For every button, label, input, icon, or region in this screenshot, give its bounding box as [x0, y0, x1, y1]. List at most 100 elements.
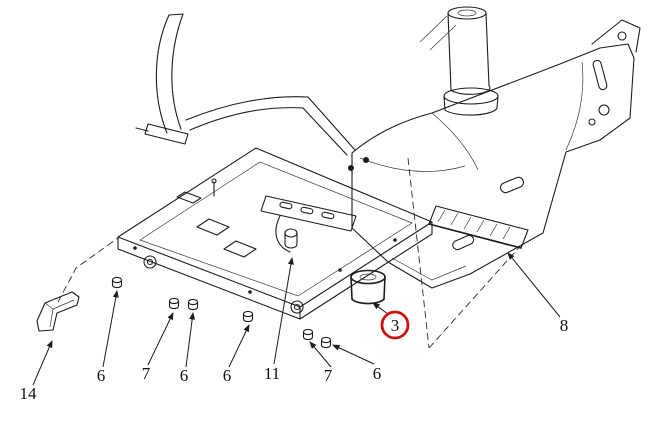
cylinder-top-inner: [457, 9, 477, 17]
callout-6b[interactable]: 6: [180, 366, 189, 385]
callout-8[interactable]: 8: [560, 316, 569, 335]
bolt-fastener-1: [111, 276, 123, 289]
bushing-bottom: [284, 243, 298, 249]
bushing-sides: [284, 232, 298, 245]
mount-ear-right-hole: [293, 303, 301, 311]
rollbar-mast: [135, 13, 356, 156]
bracket-hook: [275, 215, 291, 253]
frame-slot-upper: [499, 176, 525, 194]
callout-6d[interactable]: 6: [373, 364, 382, 383]
pan-square-hole-1: [196, 218, 230, 236]
frame-outline: [351, 43, 635, 289]
mounting-bracket-part-14: [36, 291, 80, 332]
mast-base-bracket: [144, 123, 189, 145]
rear-panel-slot: [592, 59, 608, 91]
leader-11: [273, 257, 294, 365]
leader-6d: [332, 344, 375, 365]
cylinder-sides: [447, 12, 490, 91]
leader-lines: [32, 252, 561, 386]
mount-ear-left: [143, 255, 157, 269]
mast-top-cap: [168, 13, 184, 16]
leader-7b: [309, 341, 332, 368]
pan-square-hole-2: [223, 240, 257, 258]
top-rail-upper: [185, 96, 309, 121]
bushing-top: [284, 228, 298, 238]
bolt-fastener-5: [302, 328, 314, 341]
mount-ear-right: [290, 300, 304, 314]
isolator-drum-part-3: [350, 269, 386, 305]
frame-bottom-edge: [391, 257, 467, 281]
mast-outer-curve: [155, 14, 170, 134]
leader-6c: [228, 324, 250, 368]
leader-7a: [147, 312, 174, 366]
pan-pin-head: [211, 178, 217, 184]
pan-thickness: [117, 221, 433, 320]
leader-6a: [102, 290, 119, 368]
rear-panel-hole-large: [598, 104, 610, 116]
pan-small-rect: [176, 191, 202, 204]
dashed-reference-lines: [57, 157, 524, 349]
top-right-bracket-hole: [617, 31, 627, 41]
callout-6c[interactable]: 6: [223, 366, 232, 385]
leader-14: [32, 340, 53, 386]
frame-bolt-a: [363, 157, 369, 163]
frame-bolt-b: [348, 165, 354, 171]
plate-hatching: [437, 209, 511, 240]
bolt-fastener-3: [187, 298, 199, 311]
callout-11[interactable]: 11: [264, 364, 280, 383]
bracket-plate: [260, 195, 357, 232]
drum-top: [350, 269, 386, 285]
top-rail-lower: [189, 107, 304, 131]
pan-dot-1: [133, 246, 137, 250]
frame-slot-lower: [452, 234, 475, 251]
cylinder-top-ellipse: [447, 6, 487, 20]
cylinder-bottom-arc: [450, 85, 491, 95]
drum-bottom: [351, 298, 385, 305]
bracket-slot-3: [321, 211, 335, 220]
rail-to-frame: [302, 96, 356, 156]
bolt-fastener-4: [242, 310, 254, 323]
callout-7b[interactable]: 7: [324, 366, 333, 385]
callout-6a[interactable]: 6: [97, 366, 106, 385]
cylinder-collar-bottom: [444, 107, 498, 116]
mast-foot-line: [135, 127, 149, 132]
mast-inner-curve: [171, 13, 184, 130]
drum-sides: [350, 276, 386, 300]
center-bracket: [260, 195, 357, 253]
callout-14[interactable]: 14: [20, 384, 38, 403]
callout-7a[interactable]: 7: [142, 364, 151, 383]
mount-ear-left-hole: [146, 258, 154, 266]
right-frame: [348, 19, 641, 289]
pan-inner-inset: [139, 161, 413, 297]
bracket-slot-1: [279, 201, 293, 210]
bracket-14-outline: [36, 291, 80, 332]
dashed-line-right: [428, 242, 524, 349]
rear-panel-hole-small: [588, 118, 596, 126]
pan-dot-3: [338, 268, 342, 272]
plate-dark-edge: [428, 223, 522, 249]
hydraulic-cylinder: [419, 6, 499, 116]
frame-curve-b: [431, 112, 479, 171]
callouts: 14 6 7 6 6 11 7 6 3 8: [20, 310, 569, 403]
leader-3: [372, 302, 389, 315]
top-right-bracket: [591, 19, 641, 53]
leader-8: [507, 252, 561, 318]
hatched-plate-part-8: [428, 205, 529, 249]
leader-6b: [185, 312, 196, 368]
floor-pan: [117, 147, 433, 320]
dashed-line-left: [57, 237, 119, 303]
rear-panel-curve: [565, 61, 584, 151]
highlight-circle-part-3: [380, 310, 410, 340]
callout-3[interactable]: 3: [391, 316, 400, 335]
bolt-fastener-2: [168, 297, 180, 310]
bracket-14-inner-lines: [44, 299, 75, 328]
drum-top-inner: [359, 273, 377, 281]
dashed-line-center: [407, 157, 430, 349]
bracket-slot-2: [300, 206, 314, 215]
pan-dot-4: [393, 238, 397, 242]
bolt-fastener-6: [320, 336, 332, 349]
frame-curve-a: [359, 157, 466, 172]
pan-dot-2: [248, 290, 252, 294]
